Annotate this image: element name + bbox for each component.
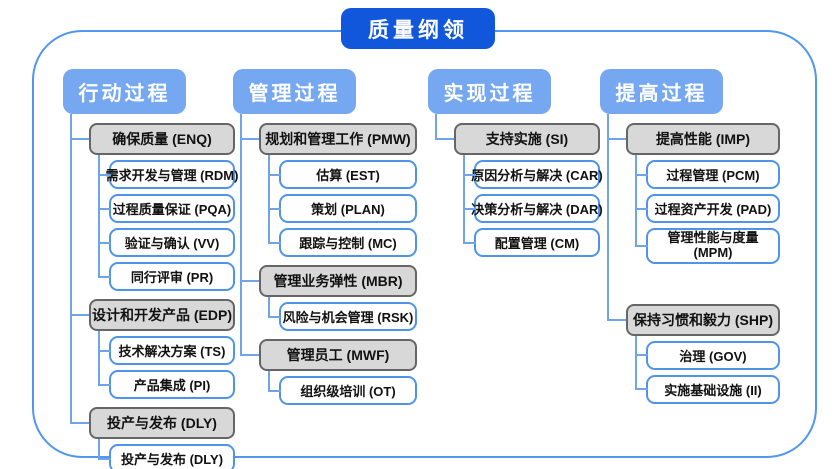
process-group: 规划和管理工作 (PMW) 估算 (EST) 策划 (PLAN) 跟踪与控制 (… — [240, 114, 417, 265]
group-list: 支持实施 (SI) 原因分析与解决 (CAR) 决策分析与解决 (DAR) 配置… — [435, 114, 603, 257]
process-group: 管理业务弹性 (MBR) 风险与机会管理 (RSK) — [240, 256, 417, 339]
column-improvement-process: 提高过程 提高性能 (IMP) 过程管理 (PCM) 过程资产开发 (PAD) … — [600, 69, 780, 404]
process-node: 配置管理 (CM) — [463, 223, 600, 257]
child-list: 治理 (GOV) 实施基础设施 (II) — [635, 335, 780, 404]
process-node: 过程资产开发 (PAD) — [635, 189, 780, 226]
process-group: 支持实施 (SI) 原因分析与解决 (CAR) 决策分析与解决 (DAR) 配置… — [435, 114, 603, 257]
child-list: 需求开发与管理 (RDM) 过程质量保证 (PQA) 验证与确认 (VV) 同行… — [98, 155, 238, 291]
column-header: 管理过程 — [233, 69, 356, 114]
process-group-node: 管理员工 (MWF) — [259, 339, 417, 371]
group-list: 提高性能 (IMP) 过程管理 (PCM) 过程资产开发 (PAD) 管理性能与… — [607, 114, 780, 404]
process-node: 管理性能与度量 (MPM) — [635, 223, 780, 264]
column-implementation-process: 实现过程 支持实施 (SI) 原因分析与解决 (CAR) 决策分析与解决 (DA… — [428, 69, 603, 257]
process-group-node: 规划和管理工作 (PMW) — [259, 123, 417, 155]
process-group: 投产与发布 (DLY) 投产与发布 (DLY) — [70, 398, 235, 469]
child-list: 过程管理 (PCM) 过程资产开发 (PAD) 管理性能与度量 (MPM) — [635, 155, 780, 264]
column-header: 行动过程 — [63, 69, 186, 114]
process-node: 实施基础设施 (II) — [635, 369, 780, 404]
group-list: 确保质量 (ENQ) 需求开发与管理 (RDM) 过程质量保证 (PQA) 验证… — [70, 114, 238, 469]
process-group: 设计和开发产品 (EDP) 技术解决方案 (TS) 产品集成 (PI) — [70, 290, 235, 407]
column-action-process: 行动过程 确保质量 (ENQ) 需求开发与管理 (RDM) 过程质量保证 (PQ… — [63, 69, 238, 469]
process-node: 同行评审 (PR) — [98, 257, 235, 291]
column-header: 实现过程 — [428, 69, 551, 114]
process-node: 策划 (PLAN) — [268, 189, 417, 226]
process-group-node: 设计和开发产品 (EDP) — [89, 299, 235, 331]
child-list: 投产与发布 (DLY) — [98, 439, 235, 469]
process-node: 需求开发与管理 (RDM) — [98, 155, 238, 192]
process-group-node: 投产与发布 (DLY) — [89, 407, 235, 439]
process-node: 治理 (GOV) — [635, 335, 780, 373]
group-list: 规划和管理工作 (PMW) 估算 (EST) 策划 (PLAN) 跟踪与控制 (… — [240, 114, 417, 405]
process-node: 过程管理 (PCM) — [635, 155, 780, 192]
child-list: 组织级培训 (OT) — [268, 371, 417, 405]
process-group-node: 确保质量 (ENQ) — [89, 123, 235, 155]
process-group-node: 保持习惯和毅力 (SHP) — [626, 303, 780, 336]
process-group: 管理员工 (MWF) 组织级培训 (OT) — [240, 330, 417, 405]
process-node: 原因分析与解决 (CAR) — [463, 155, 603, 192]
process-node: 过程质量保证 (PQA) — [98, 189, 235, 226]
process-node: 估算 (EST) — [268, 155, 417, 192]
process-node: 风险与机会管理 (RSK) — [268, 297, 417, 331]
process-group-node: 管理业务弹性 (MBR) — [259, 265, 417, 297]
process-node: 技术解决方案 (TS) — [98, 331, 235, 368]
process-node: 跟踪与控制 (MC) — [268, 223, 417, 257]
process-node: 决策分析与解决 (DAR) — [463, 189, 603, 226]
process-node: 组织级培训 (OT) — [268, 371, 417, 405]
child-list: 估算 (EST) 策划 (PLAN) 跟踪与控制 (MC) — [268, 155, 417, 257]
column-header: 提高过程 — [600, 69, 723, 114]
child-list: 风险与机会管理 (RSK) — [268, 297, 417, 331]
process-group: 保持习惯和毅力 (SHP) 治理 (GOV) 实施基础设施 (II) — [607, 262, 780, 404]
process-group-node: 提高性能 (IMP) — [626, 123, 780, 155]
process-group-node: 支持实施 (SI) — [454, 123, 600, 155]
process-group: 确保质量 (ENQ) 需求开发与管理 (RDM) 过程质量保证 (PQA) 验证… — [70, 114, 238, 299]
process-group: 提高性能 (IMP) 过程管理 (PCM) 过程资产开发 (PAD) 管理性能与… — [607, 114, 780, 272]
process-node: 验证与确认 (VV) — [98, 223, 235, 260]
child-list: 原因分析与解决 (CAR) 决策分析与解决 (DAR) 配置管理 (CM) — [463, 155, 603, 257]
page-title: 质量纲领 — [341, 8, 495, 49]
child-list: 技术解决方案 (TS) 产品集成 (PI) — [98, 331, 235, 399]
process-node: 投产与发布 (DLY) — [98, 439, 235, 469]
column-management-process: 管理过程 规划和管理工作 (PMW) 估算 (EST) 策划 (PLAN) 跟踪… — [233, 69, 417, 405]
process-node: 产品集成 (PI) — [98, 365, 235, 399]
